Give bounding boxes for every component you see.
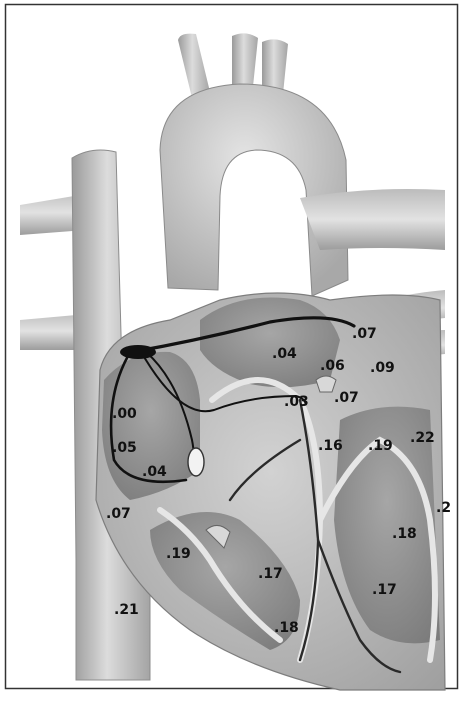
label-l-05: .03: [284, 394, 309, 410]
av-node: [188, 448, 204, 476]
label-l-17: .17: [258, 566, 283, 582]
label-l-09: .04: [142, 464, 167, 480]
sa-node: [120, 345, 156, 359]
label-l-11: .19: [368, 438, 393, 454]
label-l-03: .06: [320, 358, 345, 374]
label-l-13: .2: [436, 500, 451, 516]
label-l-19: .21: [114, 602, 139, 618]
label-l-12: .22: [410, 430, 435, 446]
label-l-01: .07: [352, 326, 377, 342]
label-l-18: .17: [372, 582, 397, 598]
label-l-20: .18: [274, 620, 299, 636]
label-l-04: .09: [370, 360, 395, 376]
label-l-07: .00: [112, 406, 137, 422]
label-l-14: .07: [106, 506, 131, 522]
label-l-10: .16: [318, 438, 343, 454]
label-l-15: .18: [392, 526, 417, 542]
label-l-06: .07: [334, 390, 359, 406]
label-l-16: .19: [166, 546, 191, 562]
label-l-02: .04: [272, 346, 297, 362]
label-l-08: .05: [112, 440, 137, 456]
